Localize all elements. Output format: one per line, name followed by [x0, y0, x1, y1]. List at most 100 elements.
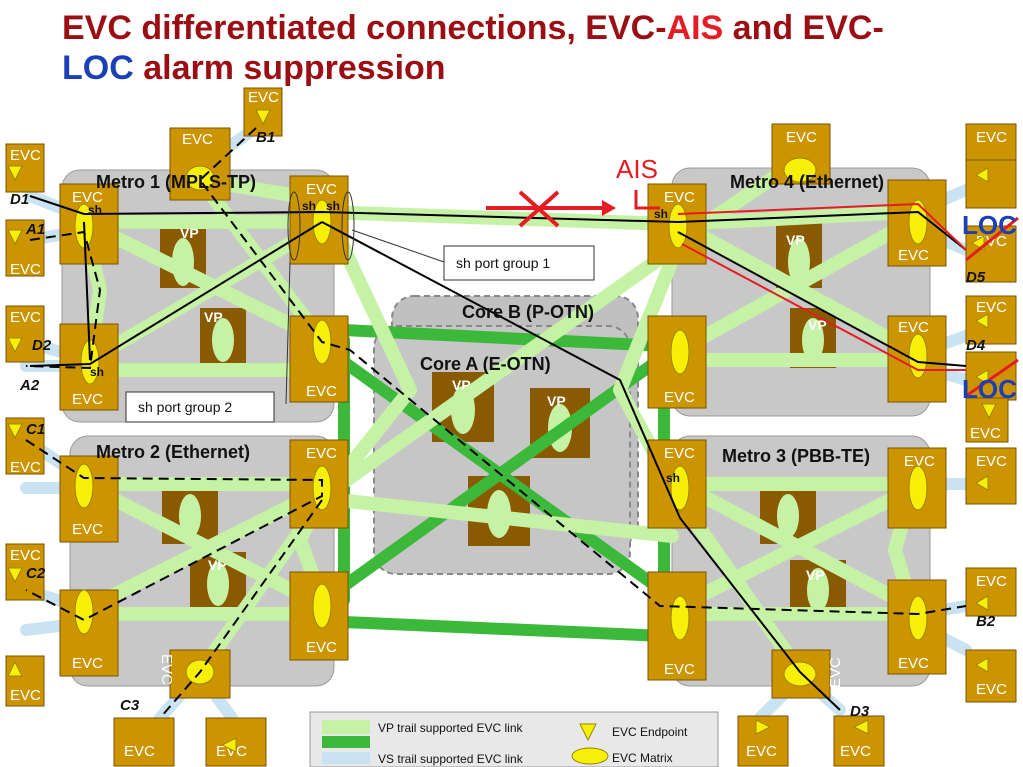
- path-d: [29, 221, 323, 367]
- evc-matrix: [908, 199, 928, 245]
- vp-oval: [212, 318, 234, 362]
- evc-endpoint: [7, 567, 23, 584]
- evc-label: EVC: [976, 573, 1007, 590]
- sh-group-ovals: [285, 191, 445, 405]
- vp-oval: [807, 568, 829, 612]
- evc-label: EVC: [664, 189, 695, 206]
- callout-group2: sh port group 2: [138, 399, 232, 415]
- evc-node: [5, 305, 45, 363]
- sh-label: sh: [666, 471, 680, 485]
- evc-endpoint: [220, 737, 237, 753]
- vp-link: [331, 493, 679, 543]
- endpoint-d5: D5: [966, 269, 986, 286]
- evc-label: EVC: [10, 309, 41, 326]
- ais-path: [677, 202, 967, 251]
- slide-title: EVC differentiated connections, EVC-AIS …: [62, 9, 884, 87]
- vp-link: [77, 215, 329, 347]
- evc-matrix: [670, 465, 690, 511]
- evc-label: EVC: [976, 129, 1007, 146]
- evc-matrix: [783, 157, 817, 183]
- vp-oval: [802, 318, 824, 362]
- evc-matrix: [908, 333, 928, 379]
- evc-matrix: [185, 165, 215, 191]
- evc-labels: EVC EVC EVC EVC EVC EVC EVC EVC EVC EVC …: [10, 89, 1007, 760]
- evc-label: EVC: [216, 743, 247, 760]
- evc-label: EVC: [72, 655, 103, 672]
- evc-matrix: [668, 203, 688, 249]
- evc-endpoint: [975, 475, 989, 491]
- metro3-label: Metro 3 (PBB-TE): [722, 446, 870, 466]
- evc-node: [965, 295, 1017, 345]
- vs-link: [338, 324, 670, 352]
- evc-label: EVC: [10, 547, 41, 564]
- vp-oval: [777, 494, 799, 538]
- evc-endpoint: [7, 423, 23, 440]
- vp-link: [331, 233, 417, 487]
- evc-node: [965, 649, 1017, 703]
- evc-node: [5, 143, 45, 193]
- sh-label: sh: [90, 365, 104, 379]
- path-d: [83, 221, 91, 361]
- evc-label: EVC: [976, 681, 1007, 698]
- vp-boxes: VP VP VP VP VP VP VP VP: [160, 218, 846, 620]
- path-a: [25, 230, 102, 370]
- loc-label-top: LOC: [962, 210, 1017, 240]
- callout-group1: sh port group 1: [456, 255, 550, 271]
- endpoint-c1: C1: [26, 421, 45, 438]
- path-d: [29, 195, 967, 251]
- evc-endpoint: [755, 719, 772, 735]
- evc-matrix: [670, 595, 690, 641]
- legend-endpoint-icon: [579, 723, 597, 742]
- endpoint-c3: C3: [120, 697, 140, 714]
- evc-node: [965, 567, 1017, 617]
- ais-path: [681, 243, 966, 371]
- evc-label: EVC: [10, 261, 41, 278]
- evc-label: EVC: [124, 743, 155, 760]
- callout-box: [443, 245, 595, 281]
- evc-label: EVC: [72, 189, 103, 206]
- evc-endpoint: [7, 337, 23, 354]
- metro2-label: Metro 2 (Ethernet): [96, 442, 250, 462]
- evc-node: [113, 717, 175, 767]
- evc-label: EVC: [664, 445, 695, 462]
- endpoint-d4: D4: [966, 337, 986, 354]
- legend-vp-text: VP trail supported EVC link: [378, 721, 524, 735]
- evc-endpoint: [975, 657, 989, 673]
- evc-label: EVC: [306, 639, 337, 656]
- sh-label: sh: [88, 203, 102, 217]
- evc-node: [965, 397, 1009, 443]
- evc-node: [965, 447, 1017, 505]
- legend-access-swatch: [322, 752, 370, 764]
- endpoint-b1: B1: [256, 129, 275, 146]
- path-d: [321, 221, 841, 711]
- evc-endpoint: [255, 109, 271, 126]
- loc-label-bottom: LOC: [962, 374, 1017, 404]
- evc-label: EVC: [158, 654, 175, 685]
- endpoint-d1: D1: [10, 191, 29, 208]
- evc-label: EVC: [72, 391, 103, 408]
- evc-endpoint: [7, 165, 23, 182]
- evc-matrix: [312, 465, 332, 511]
- sh-oval: [341, 191, 355, 261]
- evc-label: EVC: [898, 319, 929, 336]
- endpoint-a1: A1: [25, 221, 45, 238]
- legend-matrix-text: EVC Matrix: [612, 751, 673, 765]
- legend-vs-text: VS trail supported EVC link: [378, 752, 524, 766]
- evc-endpoints: [7, 109, 997, 753]
- evc-label: EVC: [10, 147, 41, 164]
- evc-label: EVC: [827, 657, 844, 688]
- sh-label: sh: [302, 199, 316, 213]
- evc-label: EVC: [786, 129, 817, 146]
- evc-label: EVC: [306, 181, 337, 198]
- legend-vp-swatch: [322, 720, 370, 734]
- evc-matrix: [908, 465, 928, 511]
- metro1-label: Metro 1 (MPLS-TP): [96, 172, 256, 192]
- evc-matrices: [74, 157, 928, 687]
- evc-label: EVC: [306, 445, 337, 462]
- service-paths: [25, 127, 967, 719]
- evc-label: EVC: [664, 389, 695, 406]
- evc-label: EVC: [664, 661, 695, 678]
- evc-label: EVC: [898, 655, 929, 672]
- evc-matrix: [670, 329, 690, 375]
